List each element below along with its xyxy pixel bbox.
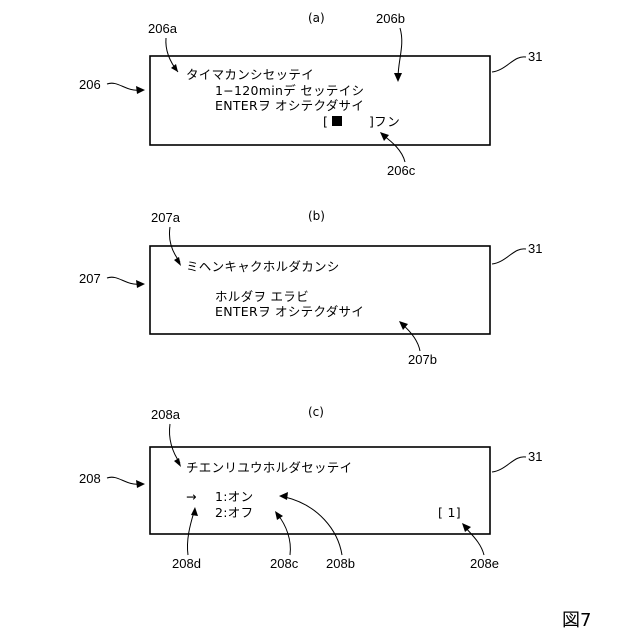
ref-208b-label: 208b	[326, 556, 355, 571]
ref-208b-arrowhead	[279, 492, 288, 500]
ref-208-label: 208	[79, 471, 101, 486]
ref-208c-leader	[278, 515, 290, 555]
ref-206c-label: 206c	[387, 163, 416, 178]
panel-c-caption: (c)	[308, 405, 324, 419]
ref-206b-arrowhead	[394, 73, 402, 82]
ref-208c-label: 208c	[270, 556, 299, 571]
figure-number: 図7	[562, 610, 591, 631]
panel-b-select-line: ホルダヲ エラビ	[215, 289, 309, 304]
panel-a-caption: (a)	[308, 11, 325, 25]
panel-a-range-line: 1−120minデ セッテイシ	[215, 83, 364, 98]
ref-208d-arrowhead	[191, 507, 198, 516]
ref-31-label-b: 31	[528, 241, 542, 256]
ref-208e-label: 208e	[470, 556, 499, 571]
panel-c: (c) チエンリユウホルダセッテイ → 1:オン 2:オフ [ 1] 208a …	[79, 405, 542, 571]
ref-31-label-a: 31	[528, 49, 542, 64]
ref-207a-leader	[169, 227, 180, 262]
panel-b: (b) ミヘンキャクホルダカンシ ホルダヲ エラビ ENTERヲ オシテクダサイ…	[79, 209, 542, 367]
panel-a-input-open-bracket: [	[323, 114, 328, 129]
ref-207-leader	[107, 277, 140, 284]
ref-208-arrowhead	[136, 480, 145, 488]
panel-b-caption: (b)	[308, 209, 325, 223]
panel-b-enter-line: ENTERヲ オシテクダサイ	[215, 304, 364, 319]
panel-b-title-line: ミヘンキャクホルダカンシ	[186, 259, 340, 274]
panel-c-title-line: チエンリユウホルダセッテイ	[186, 460, 352, 475]
ref-31-leader-b	[492, 249, 526, 264]
ref-207a-label: 207a	[151, 210, 181, 225]
ref-206a-label: 206a	[148, 21, 178, 36]
ref-206b-label: 206b	[376, 11, 405, 26]
ref-207-arrowhead	[136, 280, 145, 288]
panel-c-option-on: 1:オン	[215, 489, 253, 504]
ref-206c-leader	[383, 135, 405, 162]
panel-a-title-line: タイマカンシセッテイ	[186, 67, 314, 82]
ref-208e-arrowhead	[462, 523, 471, 532]
ref-207-label: 207	[79, 271, 101, 286]
ref-206-label: 206	[79, 77, 101, 92]
ref-208e-leader	[465, 527, 484, 555]
ref-208b-leader	[285, 497, 342, 555]
ref-206a-arrowhead	[171, 64, 178, 72]
panel-a-enter-line: ENTERヲ オシテクダサイ	[215, 98, 364, 113]
ref-31-leader-a	[492, 57, 526, 72]
ref-208c-arrowhead	[275, 511, 283, 520]
panel-c-selection-cursor: →	[186, 489, 197, 504]
panel-a: (a) タイマカンシセッテイ 1−120minデ セッテイシ ENTERヲ オシ…	[79, 11, 542, 178]
ref-206c-arrowhead	[380, 132, 389, 141]
panel-a-input-cursor-block	[332, 116, 342, 126]
ref-208a-arrowhead	[174, 458, 181, 467]
ref-31-label-c: 31	[528, 449, 542, 464]
ref-31-leader-c	[492, 457, 526, 472]
ref-208-leader	[107, 477, 140, 484]
panel-c-counter: [ 1]	[438, 505, 461, 520]
ref-208d-label: 208d	[172, 556, 201, 571]
ref-206-arrowhead	[136, 86, 145, 94]
ref-206-leader	[107, 83, 140, 90]
ref-208a-leader	[169, 424, 180, 463]
ref-207b-leader	[402, 324, 420, 351]
panel-a-input-close-unit: ]フン	[369, 114, 400, 129]
ref-207a-arrowhead	[174, 257, 181, 266]
ref-208a-label: 208a	[151, 407, 181, 422]
ref-207b-label: 207b	[408, 352, 437, 367]
panel-c-option-off: 2:オフ	[215, 505, 253, 520]
ref-206b-leader	[398, 28, 402, 78]
